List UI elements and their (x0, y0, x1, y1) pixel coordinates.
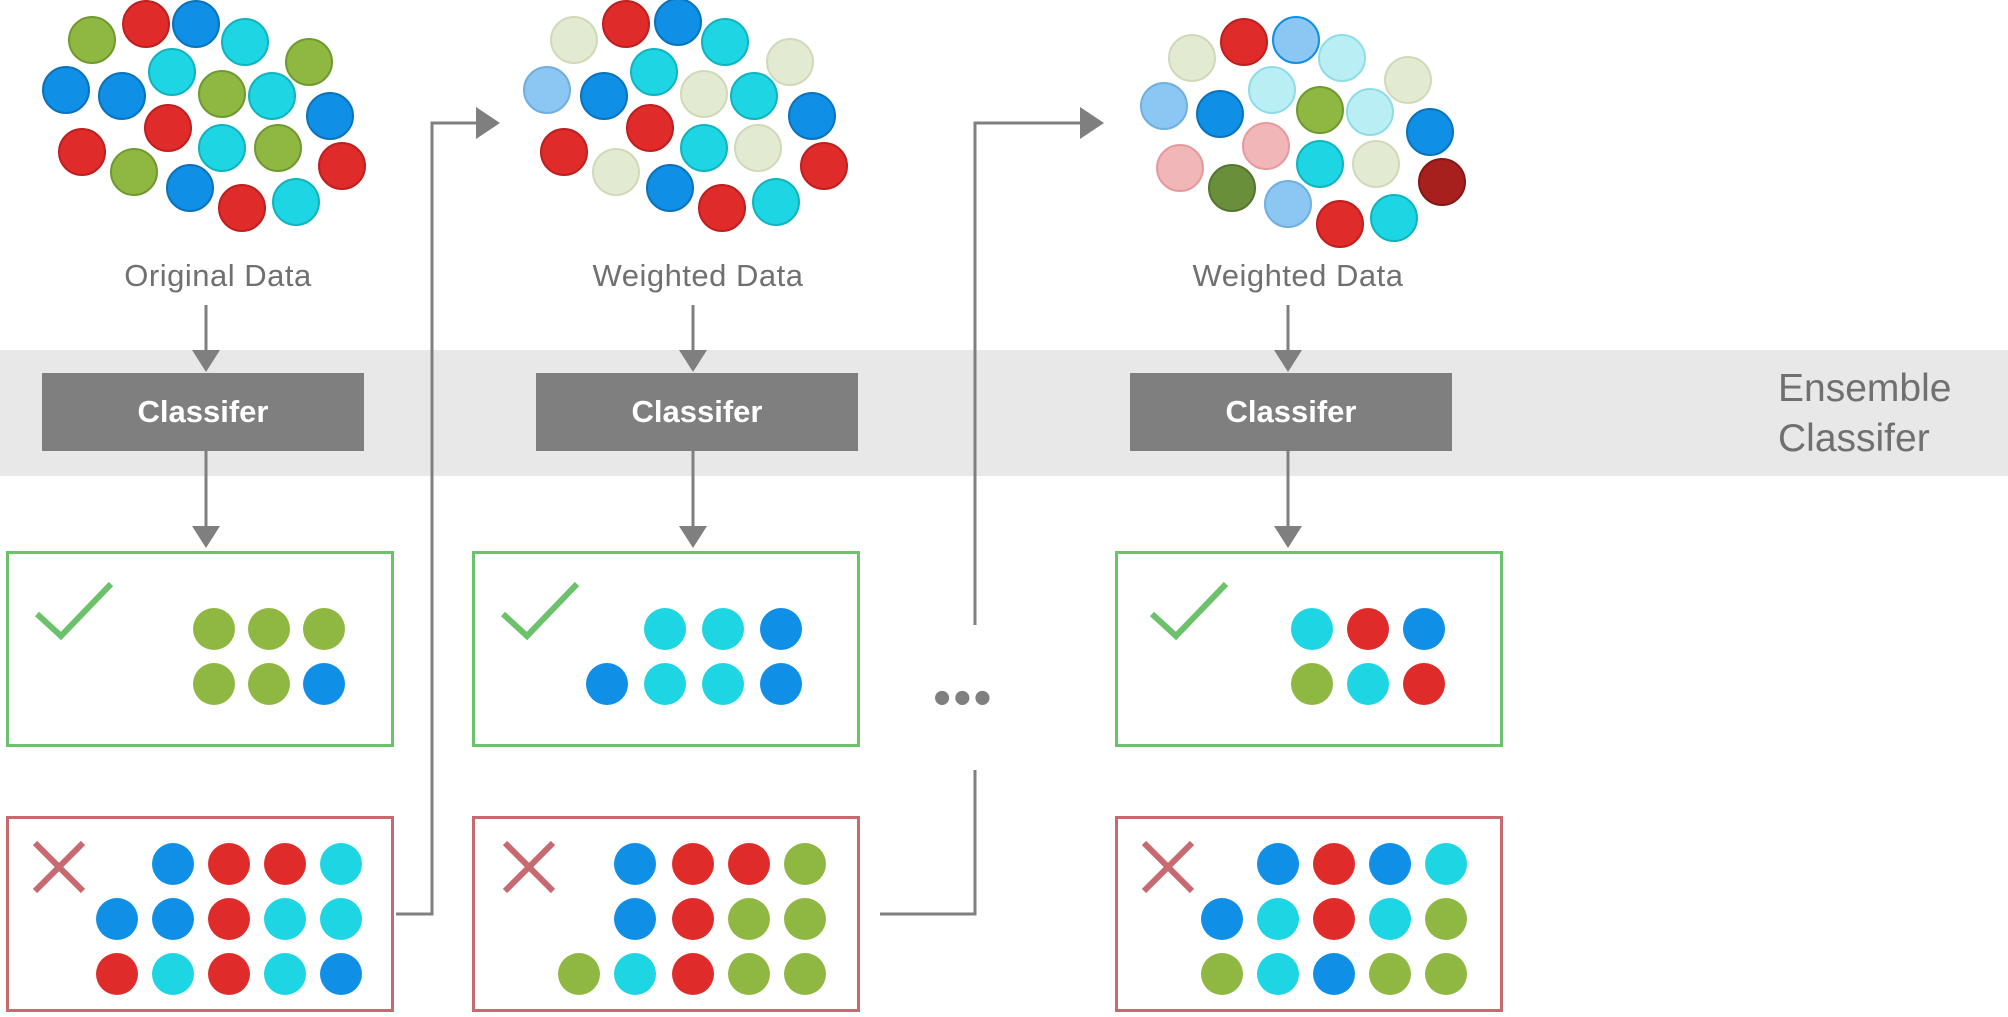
data-label-2: Weighted Data (592, 258, 804, 293)
ensemble-label-line-1: Ensemble (1778, 367, 1952, 410)
check-icon (34, 581, 114, 641)
arrow-errors-to-weighted-data-3 (880, 107, 1104, 916)
check-icon (500, 581, 580, 641)
cross-icon (502, 840, 556, 894)
wrong-results-box-1 (6, 816, 394, 1012)
arrow-data-to-classifier-1 (192, 305, 220, 372)
arrow-classifier-to-results-1 (192, 451, 220, 548)
weighted-data-cluster-2 (523, 0, 848, 232)
classifier-label-3: Classifer (1225, 394, 1357, 429)
correct-results-box-2 (472, 551, 860, 747)
cross-icon (32, 840, 86, 894)
ellipsis: ••• (933, 669, 994, 727)
correct-dots-3 (1291, 608, 1445, 705)
data-label-1: Original Data (124, 258, 312, 293)
cross-icon (1141, 840, 1195, 894)
wrong-results-box-2 (472, 816, 860, 1012)
data-label-3: Weighted Data (1192, 258, 1404, 293)
correct-results-box-1 (6, 551, 394, 747)
wrong-dots-2 (558, 843, 826, 995)
arrow-errors-to-weighted-data-2 (396, 107, 500, 916)
weighted-data-cluster-3 (1140, 16, 1466, 248)
correct-dots-1 (193, 608, 345, 705)
wrong-dots-3 (1201, 843, 1467, 995)
classifier-label-2: Classifer (631, 394, 763, 429)
correct-results-box-3 (1115, 551, 1503, 747)
check-icon (1149, 581, 1229, 641)
classifier-box-1: Classifer (42, 373, 364, 451)
wrong-results-box-3 (1115, 816, 1503, 1012)
classifier-box-2: Classifer (536, 373, 858, 451)
arrow-data-to-classifier-3 (1274, 305, 1302, 372)
ensemble-classifier-label: Ensemble Classifer (1778, 364, 1998, 464)
arrow-classifier-to-results-3 (1274, 451, 1302, 548)
correct-dots-2 (586, 608, 802, 705)
wrong-dots-1 (96, 843, 362, 995)
ensemble-label-line-2: Classifer (1778, 417, 1930, 460)
arrow-classifier-to-results-2 (679, 451, 707, 548)
classifier-box-3: Classifer (1130, 373, 1452, 451)
arrow-data-to-classifier-2 (679, 305, 707, 372)
original-data-cluster (42, 0, 366, 232)
classifier-label-1: Classifer (137, 394, 269, 429)
